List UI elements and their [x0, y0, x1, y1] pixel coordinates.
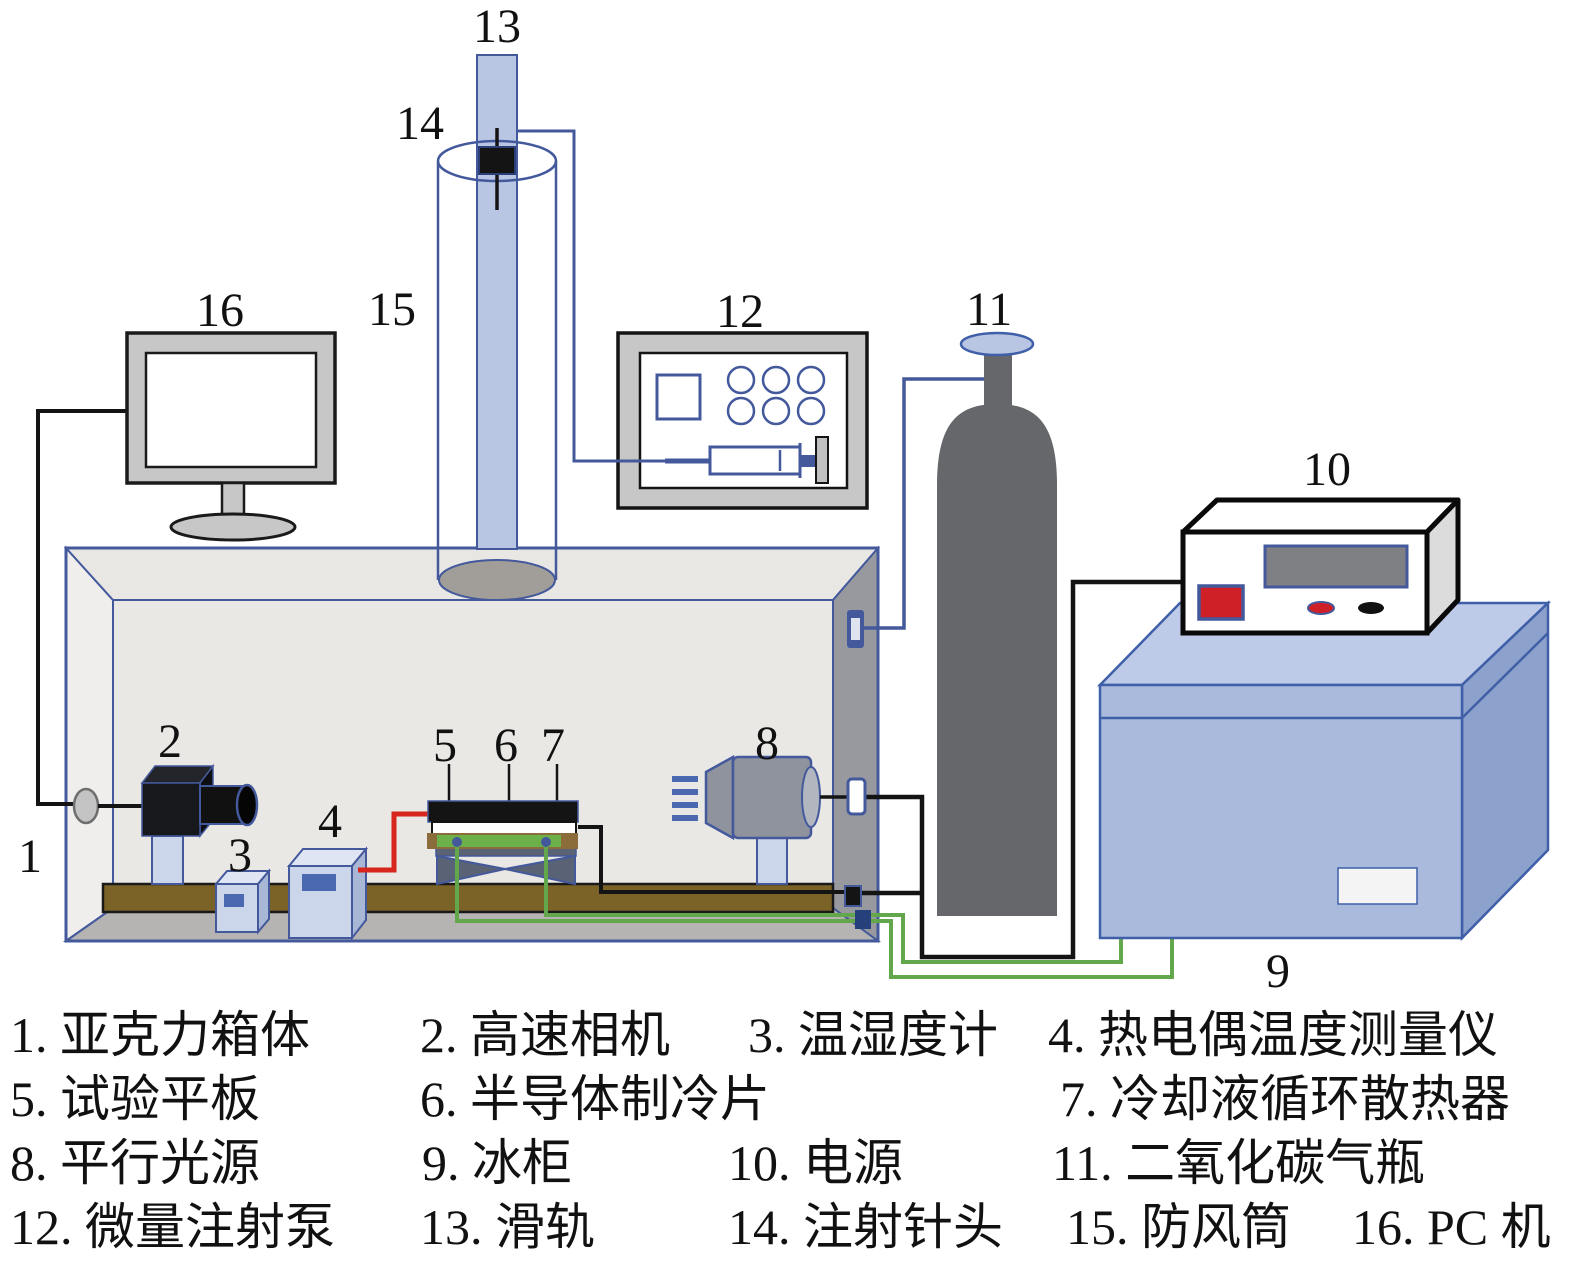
power-display [1263, 544, 1409, 589]
label-15: 15 [368, 283, 416, 336]
label-12: 12 [716, 285, 764, 338]
test-plate-stack [427, 800, 579, 849]
left-wall-port [72, 787, 142, 825]
co2-cylinder [937, 331, 1057, 916]
cylinder-valve [959, 331, 1035, 357]
scissor-jack [435, 847, 577, 886]
freezer-handle [1337, 867, 1418, 905]
coolant-port [855, 910, 871, 929]
peltier-cooler [427, 833, 578, 849]
legend-item-16: 16. PC 机 [1352, 1199, 1551, 1255]
syringe-pump [616, 331, 869, 510]
label-9: 9 [1266, 945, 1290, 998]
legend-item-6: 6. 半导体制冷片 [420, 1071, 770, 1127]
legend-item-10: 10. 电源 [728, 1135, 903, 1191]
high-speed-camera [140, 763, 259, 885]
label-2: 2 [158, 715, 182, 768]
legend-item-14: 14. 注射针头 [728, 1199, 1003, 1255]
rail-port [844, 885, 862, 907]
injection-tube [498, 129, 668, 463]
syringe-icon [665, 436, 829, 484]
coolant-fitting [452, 837, 462, 847]
hygro-thermometer [213, 868, 272, 935]
legend-item-1: 1. 亚克力箱体 [10, 1007, 310, 1063]
coolant-lines [455, 845, 1174, 979]
label-3: 3 [228, 829, 252, 882]
thermocouple-meter [286, 846, 369, 941]
coolant-radiator [431, 821, 577, 835]
power-button [1197, 584, 1245, 621]
pump-display [655, 373, 702, 421]
power-supply [1180, 497, 1461, 636]
pusher-block [815, 436, 829, 484]
legend-item-8: 8. 平行光源 [10, 1135, 260, 1191]
indicator-red [1307, 601, 1335, 615]
label-16: 16 [196, 284, 244, 337]
legend-item-9: 9. 冰柜 [422, 1135, 572, 1191]
co2-pipe [864, 377, 989, 630]
right-wall-ports [844, 610, 871, 929]
stack-power-wire [578, 825, 849, 894]
hygro-display [224, 894, 244, 907]
label-1: 1 [18, 830, 42, 883]
camera-signal-wire [36, 409, 127, 806]
legend-item-15: 15. 防风筒 [1066, 1199, 1291, 1255]
indicator-black [1358, 602, 1384, 614]
tube-bottom-opening [438, 559, 556, 601]
legend-item-7: 7. 冷却液循环散热器 [1060, 1071, 1510, 1127]
slide-rail [476, 54, 518, 550]
power-wires [860, 579, 1185, 960]
legend-item-4: 4. 热电偶温度测量仪 [1048, 1007, 1498, 1063]
pump-knobs [726, 365, 826, 426]
meter-display [302, 874, 336, 891]
label-5: 5 [433, 719, 457, 772]
wind-shield-tube [436, 139, 558, 601]
lamp-pedestal [756, 836, 788, 885]
label-4: 4 [318, 795, 342, 848]
test-plate [427, 800, 579, 823]
optical-rail [101, 882, 835, 914]
injection-needle [478, 128, 516, 210]
label-7: 7 [541, 719, 565, 772]
thermocouple-wire [358, 811, 430, 873]
legend-item-5: 5. 试验平板 [10, 1071, 260, 1127]
parallel-light-source [672, 754, 849, 885]
label-14: 14 [396, 97, 444, 150]
lamp-port [846, 777, 867, 816]
light-rays-icon [672, 776, 698, 821]
legend-item-13: 13. 滑轨 [420, 1199, 595, 1255]
legend-item-3: 3. 温湿度计 [748, 1007, 998, 1063]
legend-item-2: 2. 高速相机 [420, 1007, 670, 1063]
pc-monitor [36, 331, 337, 806]
camera-pedestal [151, 835, 184, 885]
label-11: 11 [966, 283, 1013, 336]
monitor-screen [144, 351, 318, 469]
freezer [1097, 600, 1552, 942]
label-6: 6 [494, 719, 518, 772]
legend-item-12: 12. 微量注射泵 [10, 1199, 335, 1255]
diagram-canvas [36, 54, 1552, 979]
label-13: 13 [473, 0, 521, 53]
label-10: 10 [1303, 443, 1351, 496]
legend-item-11: 11. 二氧化碳气瓶 [1052, 1135, 1426, 1191]
coolant-fitting [541, 837, 551, 847]
label-8: 8 [755, 717, 779, 770]
